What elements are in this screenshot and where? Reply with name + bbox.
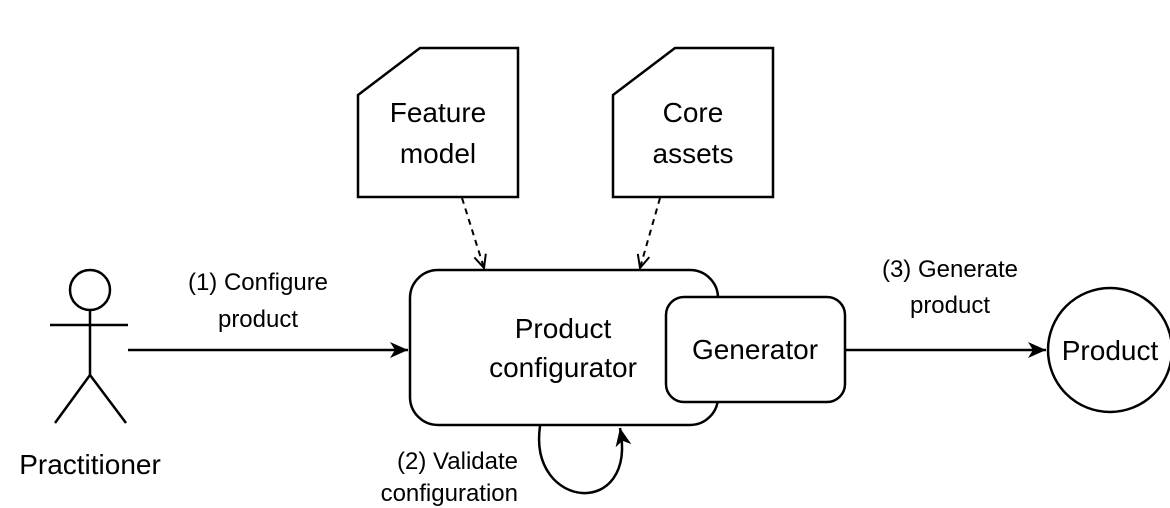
feature-model-label-line2: model — [400, 138, 476, 169]
practitioner-actor — [50, 268, 128, 424]
product-configurator-label-line1: Product — [515, 313, 612, 344]
generate-step-label-line2: product — [910, 292, 990, 319]
practitioner-label: Practitioner — [19, 449, 161, 480]
product-label: Product — [1062, 335, 1159, 366]
core-assets-document: Core assets — [611, 46, 775, 199]
feature-model-document: Feature model — [356, 46, 520, 199]
validate-configuration-loop-arrow — [537, 425, 632, 495]
configure-step-label-line1: (1) Configure — [188, 269, 328, 296]
configure-step-label-line2: product — [218, 306, 298, 333]
product-configurator-label-line2: configurator — [489, 352, 637, 383]
generator-label: Generator — [692, 334, 818, 365]
core-assets-label-line2: assets — [653, 138, 734, 169]
product-configurator-box: Product configurator — [408, 268, 720, 427]
validate-step-label-line2: configuration — [381, 480, 518, 507]
product-node: Product — [1046, 286, 1170, 414]
validate-step-label-line1: (2) Validate — [397, 448, 518, 475]
generator-box: Generator — [664, 295, 847, 404]
feature-model-label-line1: Feature — [390, 97, 487, 128]
core-assets-label-line1: Core — [663, 97, 724, 128]
generate-step-label-line1: (3) Generate — [882, 256, 1018, 283]
feature-model-dependency-arrow — [461, 197, 484, 268]
core-assets-dependency-arrow — [640, 197, 661, 268]
